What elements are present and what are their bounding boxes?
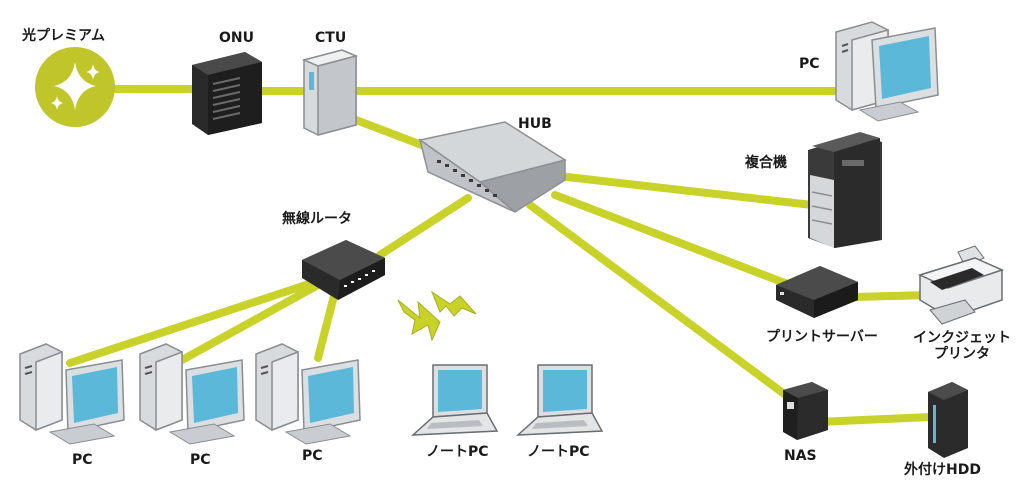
sparkle-icon xyxy=(51,62,100,110)
link-nas-hdd xyxy=(814,413,934,426)
laptop2-label: ノートPC xyxy=(527,444,590,460)
pc-top-device xyxy=(835,21,939,122)
inkjet-label-line1: インクジェット xyxy=(913,330,1011,346)
external-hdd-device xyxy=(928,382,968,458)
link-printserver-printer xyxy=(852,291,932,301)
connection-lines xyxy=(66,85,934,426)
router-label: 無線ルータ xyxy=(282,211,352,227)
nas-label: NAS xyxy=(784,448,817,464)
mfp-label: 複合機 xyxy=(745,155,787,171)
ctu-label: CTU xyxy=(315,30,347,46)
laptop-2-device xyxy=(515,364,604,436)
fiber-premium-node xyxy=(35,47,115,127)
inkjet-label-line2: プリンタ xyxy=(934,346,990,362)
onu-device xyxy=(192,52,262,135)
nas-device xyxy=(783,382,828,440)
hub-device xyxy=(418,121,567,213)
link-hub-nas xyxy=(526,201,799,406)
link-hub-router xyxy=(376,194,472,259)
hub-label: HUB xyxy=(518,116,552,132)
print-server-label: プリントサーバー xyxy=(766,329,878,345)
pc1-label: PC xyxy=(72,452,93,468)
inkjet-printer-device xyxy=(917,245,1005,325)
pc-1-device xyxy=(19,343,125,445)
pc-top-label: PC xyxy=(799,56,820,72)
fiber-label: 光プレミアム xyxy=(22,28,106,44)
laptop1-label: ノートPC xyxy=(426,444,489,460)
wireless-router-device xyxy=(302,240,385,300)
laptop-1-device xyxy=(410,364,499,436)
onu-label: ONU xyxy=(219,30,254,46)
ctu-device xyxy=(301,49,359,136)
pc3-label: PC xyxy=(302,448,323,464)
print-server-device xyxy=(776,266,858,318)
link-router-pc1 xyxy=(66,278,319,367)
pc2-label: PC xyxy=(190,452,211,468)
link-router-pc2 xyxy=(178,281,322,364)
link-hub-printserver xyxy=(551,191,794,289)
ext-hdd-label: 外付けHDD xyxy=(904,462,981,478)
link-router-pc3 xyxy=(314,288,339,362)
pc-2-device xyxy=(139,343,245,445)
pc-3-device xyxy=(255,343,361,445)
link-hub-mfp xyxy=(546,171,816,209)
mfp-device xyxy=(808,132,882,248)
lightning-icon xyxy=(397,290,477,342)
